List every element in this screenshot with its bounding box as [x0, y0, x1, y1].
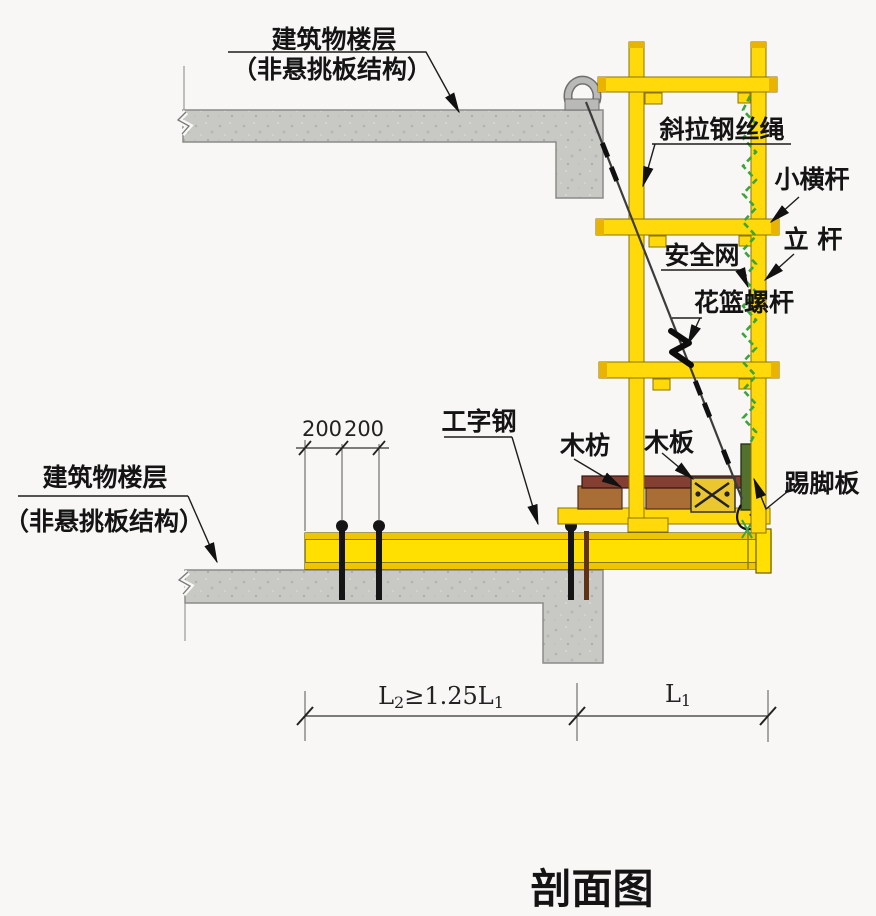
- coupler: [652, 378, 671, 391]
- upright-pole-left: [628, 41, 645, 523]
- upper-floor-slab: [173, 66, 604, 199]
- label-upright-pole: 立 杆: [784, 225, 843, 254]
- dim-200-left: 200: [302, 417, 342, 441]
- lower-floor-slab: [173, 569, 604, 664]
- pole-base-plate: [627, 517, 669, 533]
- bolt-head-icon: [373, 520, 385, 532]
- label-lower-floor-line2: （非悬挑板结构）: [4, 507, 204, 536]
- rope-clamp-icon: [599, 142, 611, 158]
- rope-clamp-icon: [701, 402, 713, 418]
- wood-batten: [645, 486, 694, 510]
- i-beam: [304, 528, 772, 574]
- safety-net-mesh: [741, 95, 758, 444]
- label-toe-board: 踢脚板: [784, 469, 859, 498]
- coupler: [648, 235, 667, 248]
- wood-batten: [577, 485, 623, 510]
- break-line-icon: [176, 111, 191, 135]
- crossbar: [597, 76, 778, 93]
- dim-span-left: L2≥1.25L1: [378, 682, 504, 712]
- coupler: [738, 235, 752, 247]
- label-turnbuckle: 花篮螺杆: [694, 288, 794, 317]
- diagram-title: 剖面图: [531, 865, 654, 913]
- break-line-icon: [177, 571, 192, 595]
- label-small-crossbar: 小横杆: [774, 165, 849, 194]
- dim-span-right: L1: [665, 680, 691, 710]
- scaffold-platform: [557, 443, 771, 539]
- label-wood-plank: 木板: [643, 428, 694, 457]
- scaffold-frame: [595, 41, 780, 534]
- bolt-head-icon: [336, 520, 348, 532]
- dimension-span: L2≥1.25L1 L1: [296, 680, 777, 742]
- coupler: [644, 92, 663, 105]
- rope-clamp-icon: [720, 449, 732, 465]
- label-wire-rope: 斜拉钢丝绳: [658, 115, 784, 144]
- turnbuckle-icon: [668, 328, 694, 368]
- rope-clamp-icon: [692, 380, 704, 396]
- leader-lines: [18, 51, 800, 564]
- label-i-beam: 工字钢: [441, 407, 516, 436]
- label-wood-batten: 木枋: [559, 431, 610, 460]
- i-beam-end-plate: [755, 528, 772, 574]
- dim-200-right: 200: [344, 417, 384, 441]
- label-upper-floor-line2: （非悬挑板结构）: [232, 55, 432, 84]
- net-end-icon: [741, 519, 753, 539]
- crossbar: [595, 218, 780, 236]
- rope-anchor-plate: [690, 477, 736, 513]
- rope-clamp-icon: [608, 166, 620, 182]
- label-upper-floor-line1: 建筑物楼层: [271, 25, 396, 54]
- label-lower-floor-line1: 建筑物楼层: [42, 463, 167, 492]
- anchor-hook-icon: [563, 75, 602, 111]
- label-safety-net: 安全网: [664, 241, 739, 270]
- wire-rope: [584, 101, 744, 500]
- dimension-200: 200 200: [296, 417, 389, 531]
